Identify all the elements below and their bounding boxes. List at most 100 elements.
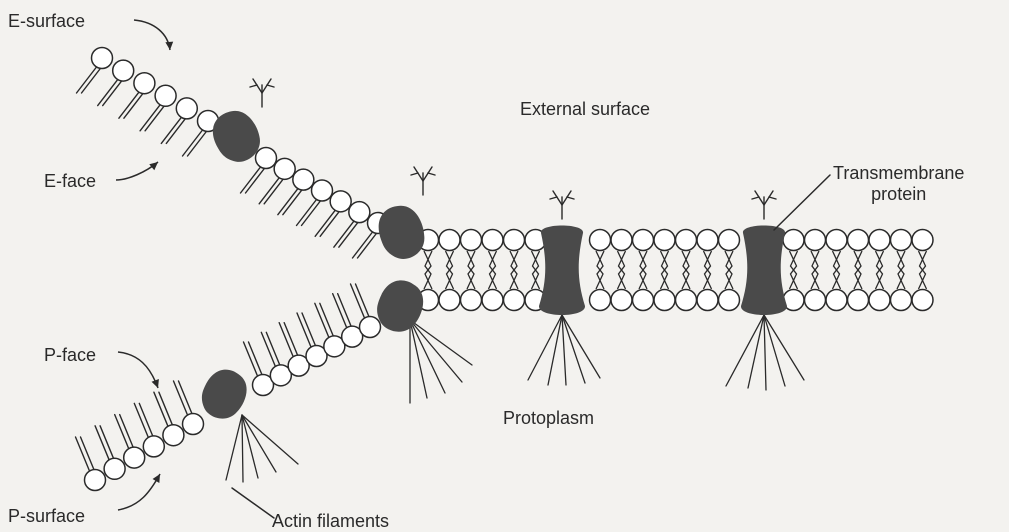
lipid-head [611, 290, 632, 311]
actin-filaments-label: Actin filaments [272, 511, 389, 532]
lipid-head [611, 230, 632, 251]
actin-filament [562, 315, 600, 378]
lipid-head [439, 230, 460, 251]
lipid-head [676, 230, 697, 251]
transmembrane-protein-label: Transmembrane protein [833, 163, 964, 204]
actin-leader-line [232, 488, 274, 518]
lipid-tail [320, 210, 340, 236]
lipid-tail [241, 167, 261, 193]
lipid-head [124, 447, 145, 468]
actin-filament [548, 315, 562, 385]
lipid-tail [704, 251, 712, 289]
lipid-tail [489, 251, 497, 289]
lipid-tail [446, 251, 454, 289]
lipid-tail [833, 251, 841, 289]
lipid-head [590, 290, 611, 311]
lipid-tail [103, 80, 123, 106]
lipid-head [461, 230, 482, 251]
lipid-head [719, 290, 740, 311]
transmembrane-leader-line [774, 175, 830, 230]
actin-filament [410, 320, 462, 382]
lipid-head [312, 180, 333, 201]
lipid-head [869, 290, 890, 311]
lipid-head [256, 148, 277, 169]
lipid-tail [811, 251, 819, 289]
carbohydrate-chain [267, 85, 274, 87]
lipid-tail [188, 130, 208, 156]
actin-filament [764, 315, 804, 380]
lipid-head [163, 425, 184, 446]
actin-filament [226, 415, 242, 480]
p-surface-label: P-surface [8, 506, 85, 527]
actin-filament [410, 320, 445, 393]
lipid-head [848, 230, 869, 251]
actin-filament [726, 315, 764, 386]
lipid-head [360, 317, 381, 338]
lipid-tail [358, 232, 378, 258]
actin-filament [242, 415, 276, 472]
lipid-tail [353, 232, 373, 258]
lipid-tail [145, 105, 165, 131]
lipid-tail [682, 251, 690, 289]
lipid-head [439, 290, 460, 311]
lipid-head [92, 48, 113, 69]
label-arrows [116, 20, 830, 518]
actin-filament [764, 315, 766, 390]
lipid-tail [77, 67, 97, 93]
lipid-head [590, 230, 611, 251]
lipid-tail [119, 92, 139, 118]
lipid-tail [510, 251, 518, 289]
actin-filament [764, 315, 785, 386]
carbohydrate-chain [250, 85, 257, 87]
lipid-head [697, 290, 718, 311]
lipid-tail [897, 251, 905, 289]
transmembrane-label-line1: Transmembrane [833, 163, 964, 184]
external-surface-label: External surface [520, 99, 650, 120]
transmembrane-protein [741, 226, 787, 316]
lipid-head [848, 290, 869, 311]
actin-filament [410, 320, 472, 365]
lipid-head [143, 436, 164, 457]
lipid-head [176, 98, 197, 119]
lipid-head [155, 85, 176, 106]
carbohydrate-chain [769, 197, 776, 199]
lipid-tail [166, 117, 186, 143]
lipid-tail [790, 251, 798, 289]
actin-filament [242, 415, 243, 482]
e-surface-label: E-surface [8, 11, 85, 32]
arrowhead [149, 162, 158, 170]
transmembrane-protein [539, 226, 585, 316]
label-arrow [118, 352, 158, 388]
lipid-tail [725, 251, 733, 289]
lipid-tail [98, 80, 118, 106]
lipid-head [633, 290, 654, 311]
lipid-head [134, 73, 155, 94]
lipid-tail [278, 189, 298, 215]
lipid-tail [140, 105, 160, 131]
lipid-tail [596, 251, 604, 289]
lipid-tail [854, 251, 862, 289]
lipid-tail [661, 251, 669, 289]
lipid-head [654, 230, 675, 251]
lipid-head [104, 458, 125, 479]
arrowhead [165, 42, 173, 50]
p-face-label: P-face [44, 345, 96, 366]
actin-filament [242, 415, 258, 478]
actin-filament [528, 315, 562, 380]
lipid-head [482, 290, 503, 311]
actin-filament [410, 320, 427, 398]
lipid-tail [618, 251, 626, 289]
lipid-head [183, 414, 204, 435]
lipid-head [805, 290, 826, 311]
lipid-head [293, 169, 314, 190]
lipid-head [826, 230, 847, 251]
lipid-head [504, 290, 525, 311]
lipid-head [912, 230, 933, 251]
e-face-label: E-face [44, 171, 96, 192]
lipid-head [805, 230, 826, 251]
lipid-tail [283, 189, 303, 215]
carbohydrate-chain [411, 173, 418, 175]
lipid-tail [183, 130, 203, 156]
